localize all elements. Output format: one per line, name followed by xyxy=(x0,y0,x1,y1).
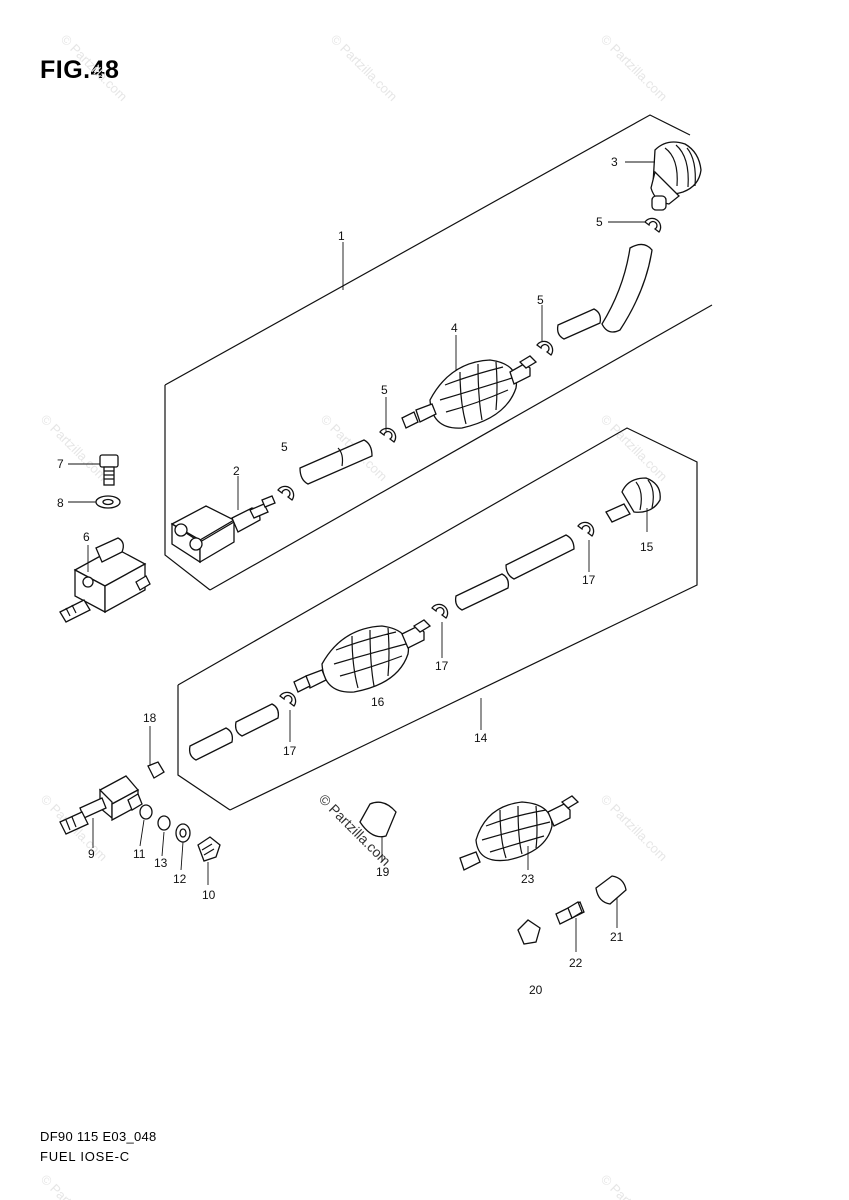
figure-caption: FUEL IOSE-C xyxy=(40,1149,130,1164)
part-13-ring xyxy=(157,815,171,831)
short-hose-segment xyxy=(556,308,602,340)
kit-box-1 xyxy=(164,114,713,591)
watermark-layer: © Partzilla.com © Partzilla.com © Partzi… xyxy=(38,32,671,1200)
part-4-primer-bulb xyxy=(401,355,538,429)
part-17-clamp xyxy=(577,521,595,537)
callout-20: 20 xyxy=(529,983,543,997)
part-15-connector xyxy=(605,477,661,523)
part-18-clip xyxy=(147,761,165,779)
part-19-hose xyxy=(359,801,397,838)
part-9-joint xyxy=(59,775,143,835)
callout-13: 13 xyxy=(154,856,168,870)
callout-7: 7 xyxy=(57,457,64,471)
part-22-fitting xyxy=(555,901,585,925)
part-5-clamp xyxy=(644,217,662,233)
callout-labels: 1 2 3 4 5 5 5 5 6 7 8 9 10 11 12 13 14 1… xyxy=(57,155,654,997)
callout-22: 22 xyxy=(569,956,583,970)
part-21-sleeve xyxy=(595,875,627,905)
part-5-clamp xyxy=(379,427,397,443)
callout-8: 8 xyxy=(57,496,64,510)
kit-box-14 xyxy=(177,427,698,811)
part-5-clamp xyxy=(277,485,295,501)
callout-23: 23 xyxy=(521,872,535,886)
callout-5: 5 xyxy=(537,293,544,307)
fuel-hose-segment xyxy=(454,573,510,611)
callout-17: 17 xyxy=(435,659,449,673)
part-11-ring xyxy=(139,804,153,820)
watermark-text: © Partzilla.com xyxy=(328,32,401,105)
watermark-text: © Partzilla.com xyxy=(598,32,671,105)
part-23-primer-bulb xyxy=(459,795,580,871)
watermark-text: © Partzilla.com xyxy=(598,412,671,485)
callout-6: 6 xyxy=(83,530,90,544)
callout-18: 18 xyxy=(143,711,157,725)
part-17-clamp xyxy=(431,603,449,619)
callout-10: 10 xyxy=(202,888,216,902)
callout-15: 15 xyxy=(640,540,654,554)
part-7-bolt xyxy=(99,454,119,486)
leader-lines xyxy=(68,161,655,952)
callout-1: 1 xyxy=(338,229,345,243)
curved-fuel-hose xyxy=(601,243,653,333)
callout-3: 3 xyxy=(611,155,618,169)
part-16-primer-bulb xyxy=(293,619,432,693)
callout-4: 4 xyxy=(451,321,458,335)
watermark-text: © Partzilla.com xyxy=(38,1172,111,1200)
part-3-connector xyxy=(650,141,702,211)
callout-5: 5 xyxy=(381,383,388,397)
callout-12: 12 xyxy=(173,872,187,886)
callout-11: 11 xyxy=(133,847,146,861)
part-17-clamp xyxy=(279,691,297,707)
callout-17: 17 xyxy=(283,744,297,758)
part-6-joint xyxy=(59,537,151,623)
figure-title: FIG.48 xyxy=(40,56,120,84)
watermark-text: © Partzilla.com xyxy=(58,32,131,105)
part-20-clip xyxy=(517,919,541,945)
callout-5: 5 xyxy=(596,215,603,229)
callout-9: 9 xyxy=(88,847,95,861)
watermark-text: © Partzilla.com xyxy=(598,792,671,865)
callout-14: 14 xyxy=(474,731,488,745)
fuel-hose-segment xyxy=(299,439,373,485)
watermark-text: © Partzilla.com xyxy=(38,412,111,485)
callout-19: 19 xyxy=(376,865,390,879)
watermark-text: © Partzilla.com xyxy=(598,1172,671,1200)
callout-17: 17 xyxy=(582,573,596,587)
fuel-hose-segment xyxy=(234,703,280,737)
callout-21: 21 xyxy=(610,930,624,944)
fuel-hose-segment xyxy=(188,727,234,761)
callout-5: 5 xyxy=(281,440,288,454)
callout-2: 2 xyxy=(233,464,240,478)
callout-16: 16 xyxy=(371,695,385,709)
part-10-plug xyxy=(197,836,221,862)
figure-code: DF90 115 E03_048 xyxy=(40,1129,157,1144)
part-2-connector xyxy=(170,495,276,564)
part-5-clamp xyxy=(536,340,554,356)
fuel-hose-segment xyxy=(505,534,575,580)
